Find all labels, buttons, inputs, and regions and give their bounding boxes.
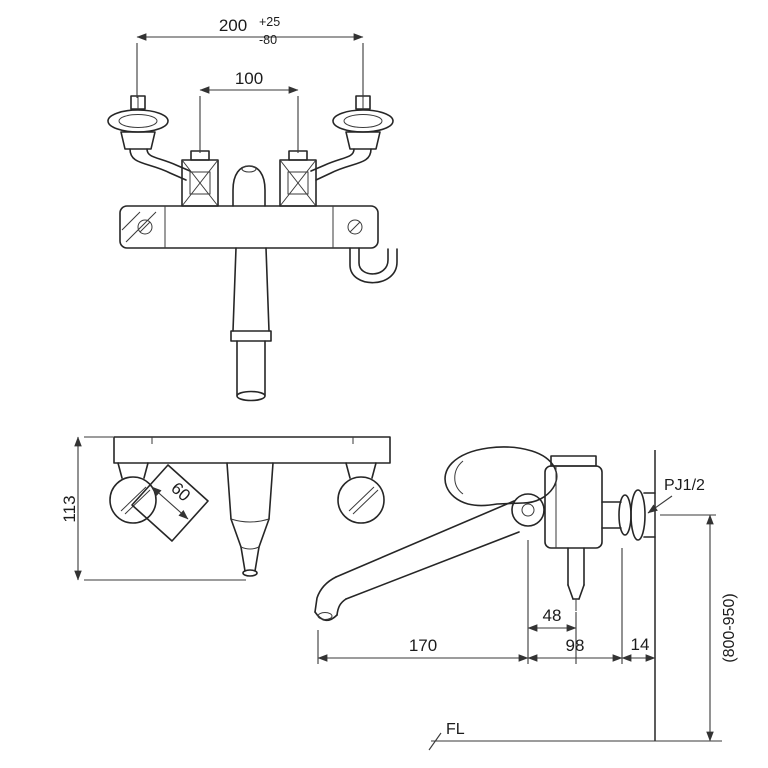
check-valve-right [279, 150, 317, 207]
dim-center-spacing: 100 [235, 69, 263, 88]
flange-circle-right [337, 476, 385, 524]
dim-total-width: 200 [219, 16, 247, 35]
side-view [314, 446, 656, 741]
dim-height: 113 [60, 495, 79, 522]
wall-flange-right [310, 95, 394, 181]
dim-tolerance-plus: +25 [259, 15, 280, 29]
dim-install-height: (800-950) [721, 593, 738, 662]
check-valve-left [181, 150, 219, 207]
dim-pivot-offset: 48 [543, 606, 562, 625]
spout-side [314, 500, 520, 622]
stop-stem [567, 547, 585, 611]
dim-spout-reach: 170 [409, 636, 437, 655]
spout-pivot [511, 493, 545, 527]
dim-wall-clearance: 14 [631, 635, 650, 654]
floor-level-label: FL [446, 721, 465, 738]
dim-body-depth: 98 [566, 636, 585, 655]
dim-tolerance-minus: -80 [259, 33, 277, 47]
wall-flange-left [107, 95, 191, 181]
lever-handle [444, 446, 558, 507]
front-view [107, 95, 398, 402]
valve-body-side [544, 455, 603, 549]
thread-spec-label: PJ1/2 [664, 477, 705, 494]
handle-square [131, 464, 209, 542]
spout-bottom [226, 462, 274, 577]
flange-circle-left [109, 476, 157, 524]
dim-handle-width: 60 [167, 479, 194, 506]
dimension-lines [74, 33, 722, 751]
diverter-dome [232, 165, 266, 207]
bottom-view [109, 436, 391, 577]
spout-front [230, 247, 272, 402]
wall-connection [601, 489, 656, 541]
faucet-body [119, 205, 379, 249]
shower-hook [349, 247, 398, 284]
